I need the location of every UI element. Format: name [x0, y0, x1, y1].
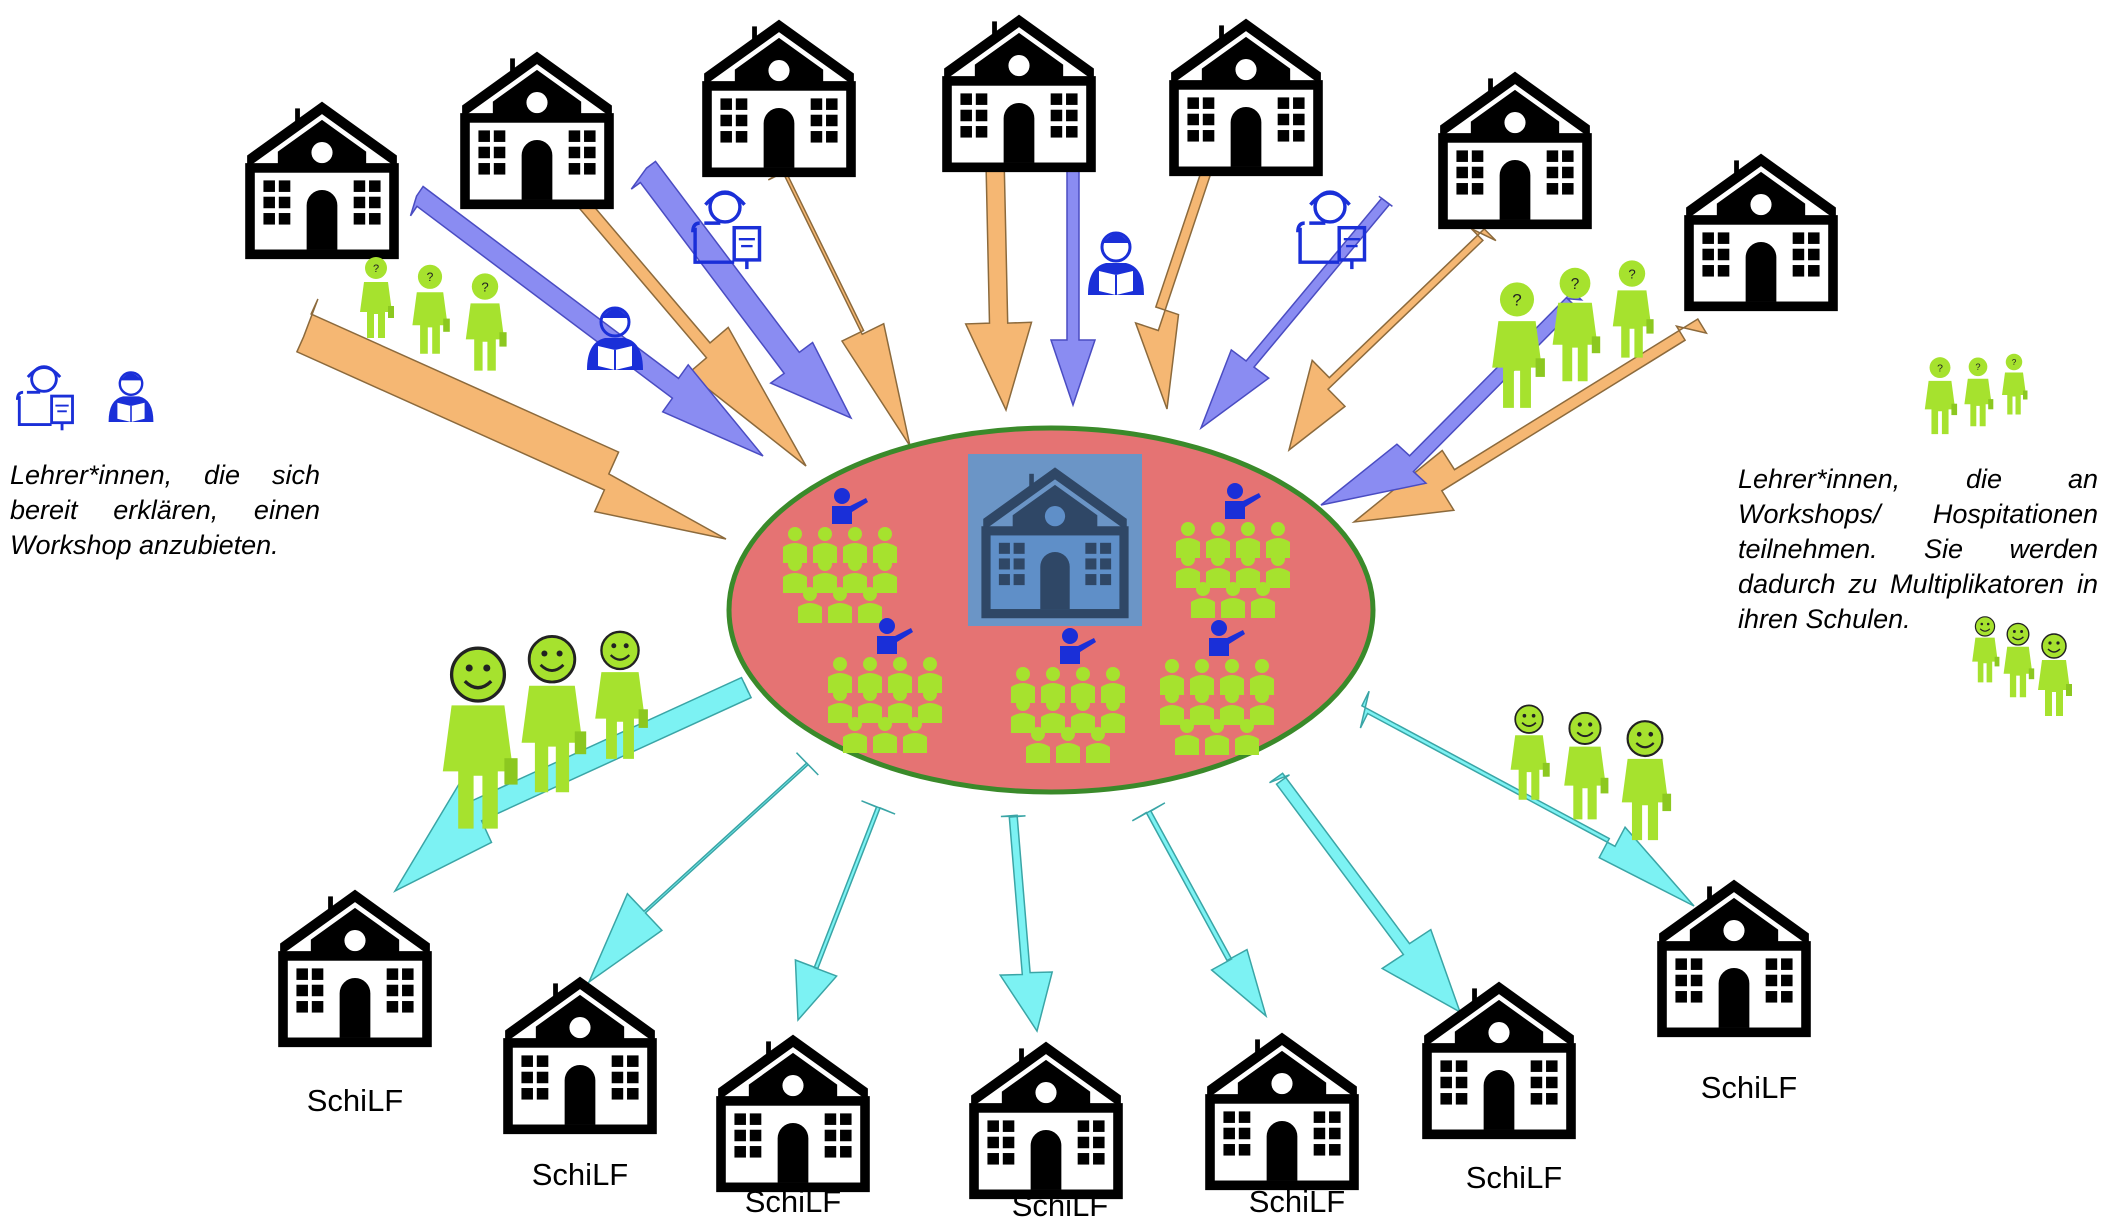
legend-workshop-presenters: Lehrer*innen, die sich bereit erklären, …	[10, 460, 320, 560]
arrow-participant-7	[1351, 317, 1708, 524]
school-icon	[503, 976, 657, 1135]
arrow-presenter-1	[409, 185, 764, 457]
schilf-label: SchiLF	[744, 1184, 842, 1219]
smiley-person-icon	[2037, 633, 2073, 717]
school-icon	[1684, 153, 1838, 312]
arrow-out-5	[1131, 802, 1268, 1019]
arrow-participant-4	[964, 157, 1033, 413]
school-icon	[1205, 1032, 1359, 1191]
school-icon	[278, 889, 432, 1048]
hub-workshop-ellipse	[726, 425, 1376, 795]
schilf-label: SchiLF	[1465, 1160, 1563, 1195]
arrow-out-6	[1269, 772, 1462, 1014]
school-icon	[460, 51, 614, 210]
school-icon	[1422, 981, 1576, 1140]
arrow-participant-1	[295, 298, 727, 540]
outgoing-multiplier-arrows	[393, 676, 1695, 1033]
smiley-person-icon	[1563, 711, 1610, 821]
legend-workshop-participants: Lehrer*innen, die an Workshops/ Hospitat…	[1738, 464, 2098, 634]
multiplier-group-left	[441, 630, 650, 831]
school-icon	[942, 14, 1096, 173]
participant-legend-right	[1924, 353, 2028, 435]
school-icon	[1657, 879, 1811, 1038]
multiplier-group-right	[1509, 704, 1673, 842]
presenter-icon	[15, 365, 74, 432]
schilf-label: SchiLF	[1248, 1184, 1346, 1219]
arrow-participant-6	[1287, 227, 1497, 452]
smiley-person-icon	[1620, 720, 1673, 842]
arrow-presenter-3	[1049, 164, 1097, 408]
arrow-out-4	[998, 814, 1054, 1033]
schilf-label: SchiLF	[531, 1157, 629, 1192]
participant-group-right	[1492, 260, 1654, 408]
school-icon	[1169, 18, 1323, 177]
schilf-label: SchiLF	[1011, 1188, 1109, 1223]
school-icon	[702, 19, 856, 178]
arrow-participant-5	[1134, 134, 1231, 410]
school-icon	[969, 1041, 1123, 1200]
teacher-icon	[107, 371, 155, 424]
schilf-label: SchiLF	[306, 1083, 404, 1118]
bottom-schools	[278, 879, 1811, 1200]
school-icon	[245, 101, 399, 260]
arrow-out-2	[587, 752, 819, 985]
school-icon	[1438, 71, 1592, 230]
arrow-presenter-2	[630, 160, 853, 420]
top-schools	[245, 14, 1838, 312]
school-icon	[716, 1034, 870, 1193]
arrow-out-3	[794, 800, 896, 1022]
incoming-presenter-arrows	[409, 160, 1584, 506]
teacher-icon	[1086, 231, 1146, 297]
smiley-person-icon	[1509, 704, 1551, 801]
arrow-out-7	[1359, 690, 1695, 907]
arrow-presenter-4	[1199, 195, 1393, 431]
schilf-label: SchiLF	[1700, 1070, 1798, 1105]
incoming-participant-arrows	[295, 134, 1708, 540]
